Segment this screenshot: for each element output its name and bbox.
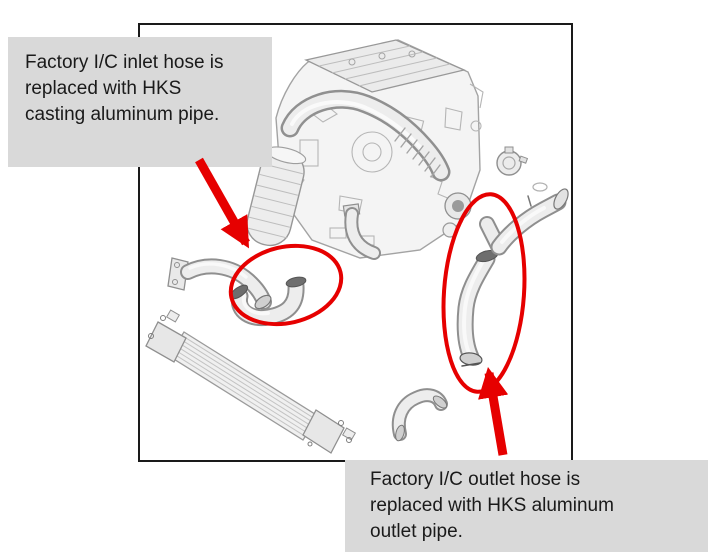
callout-outlet-line: Factory I/C outlet hose is <box>370 469 581 490</box>
callout-outlet-line: outlet pipe. <box>370 521 463 542</box>
callout-inlet-line: casting aluminum pipe. <box>25 104 220 125</box>
callout-inlet: Factory I/C inlet hose is replaced with … <box>8 37 272 167</box>
callout-outlet-line: replaced with HKS aluminum <box>370 495 614 516</box>
callout-inlet-line: replaced with HKS <box>25 78 182 99</box>
callout-inlet-line: Factory I/C inlet hose is <box>25 52 224 73</box>
callout-outlet: Factory I/C outlet hose is replaced with… <box>345 460 708 552</box>
